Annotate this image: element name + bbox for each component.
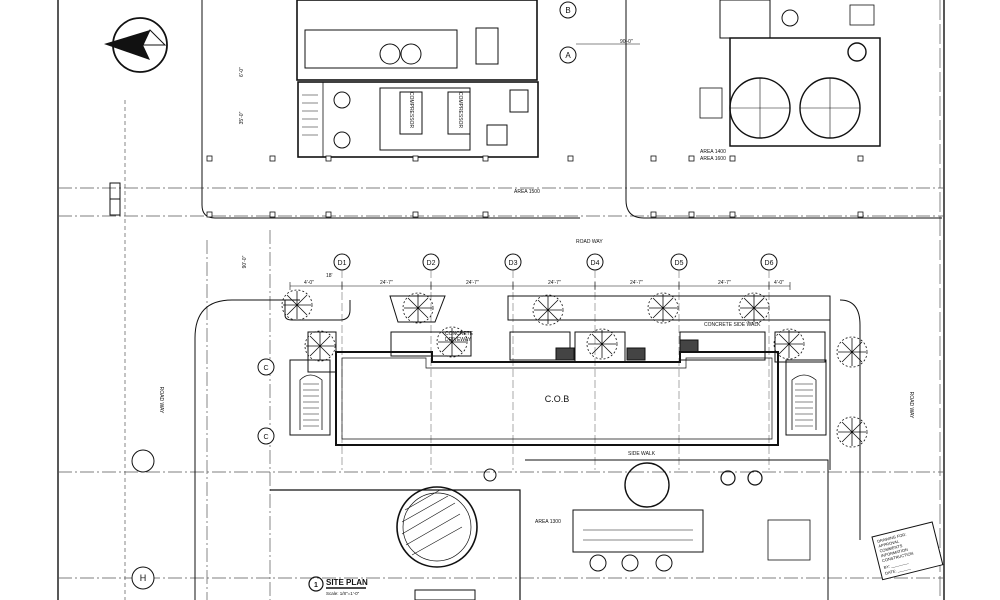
cob-building <box>289 351 827 446</box>
dim-left-vertical: 90'-0" <box>242 255 248 268</box>
dim-top: 18' <box>326 273 333 279</box>
road-way-label-top: ROAD WAY <box>576 239 603 245</box>
grid-row-b: B <box>565 6 570 15</box>
site-plan-title <box>308 576 366 592</box>
stamp-line-4: INFORMATION <box>880 547 908 559</box>
tank-area-1400 <box>699 0 881 147</box>
grid-row-h: H <box>140 573 147 583</box>
grid-row-c1: C <box>263 365 268 372</box>
dim-d5: 24'-7" <box>718 280 731 286</box>
site-plan-number: 1 <box>314 582 318 589</box>
grid-row-c2: C <box>263 434 268 441</box>
dim-vert-1: 6'-0" <box>239 67 245 77</box>
dim-d0: 4'-0" <box>304 280 314 286</box>
equipment-blocks <box>555 339 699 361</box>
dim-d6: 4'-0" <box>774 280 784 286</box>
driveway-label: DRIVEWAY <box>445 337 472 343</box>
grid-row-bubbles-left <box>131 358 275 590</box>
area-1500-label: AREA 1500 <box>514 189 540 195</box>
side-walk-label: SIDE WALK <box>628 451 656 457</box>
concrete-label: CONCRETE <box>445 331 474 337</box>
approval-stamp: DRAWING FOR: APPROVAL COMMENTS INFORMATI… <box>871 521 944 581</box>
tree-icons <box>281 289 868 448</box>
compressor-labels: COMPRESSOR COMPRESSOR <box>408 92 463 129</box>
grid-row-bubbles-top <box>559 1 577 64</box>
road-way-label-right: ROAD WAY <box>908 392 914 419</box>
area-1600-label: AREA 1600 <box>700 156 726 162</box>
center-lines <box>58 0 944 600</box>
road-gauge <box>109 182 121 216</box>
dim-d4: 24'-7" <box>630 280 643 286</box>
grid-col-d5: D5 <box>675 260 684 267</box>
grid-column-lines <box>341 270 770 470</box>
dim-vert-2: 35'-0" <box>239 111 245 124</box>
grid-col-d1: D1 <box>338 260 347 267</box>
stamp-line-2: APPROVAL <box>878 538 901 548</box>
stamp-date: DATE: ______ <box>885 564 912 575</box>
dim-d2: 24'-7" <box>466 280 479 286</box>
grid-col-d4: D4 <box>591 260 600 267</box>
driveway-pads <box>284 295 831 373</box>
grid-col-d2: D2 <box>427 260 436 267</box>
site-plan-title-text: SITE PLAN <box>326 578 368 587</box>
grid-col-d6: D6 <box>765 260 774 267</box>
stamp-by: BY: ________ <box>883 559 909 570</box>
column-markers-top <box>206 155 864 218</box>
concrete-sidewalk-label: CONCRETE SIDE WALK <box>704 322 761 328</box>
road-edges <box>194 0 942 600</box>
dim-d3: 24'-7" <box>548 280 561 286</box>
stamp-line-3: COMMENTS <box>879 543 903 554</box>
drawing-frame <box>57 0 945 600</box>
compressor-label-2: COMPRESSOR <box>457 92 463 129</box>
north-arrow-icon <box>104 17 168 73</box>
grid-col-d3: D3 <box>509 260 518 267</box>
grid-column-bubbles <box>333 253 778 271</box>
site-plan-scale: Scale: 1/8"=1'-0" <box>326 591 360 596</box>
cob-label: C.O.B <box>545 394 570 404</box>
grid-row-a: A <box>565 51 571 60</box>
area-1400-label: AREA 1400 <box>700 149 726 155</box>
dimension-string <box>289 282 791 290</box>
dim-area: 90'-0" <box>620 39 633 45</box>
area-1300-label: AREA 1300 <box>535 519 561 525</box>
area-1300-equipment <box>270 459 829 600</box>
compressor-building <box>296 0 539 158</box>
road-way-label-left: ROAD WAY <box>158 387 164 414</box>
dim-d1: 24'-7" <box>380 280 393 286</box>
compressor-label-1: COMPRESSOR <box>408 92 414 129</box>
